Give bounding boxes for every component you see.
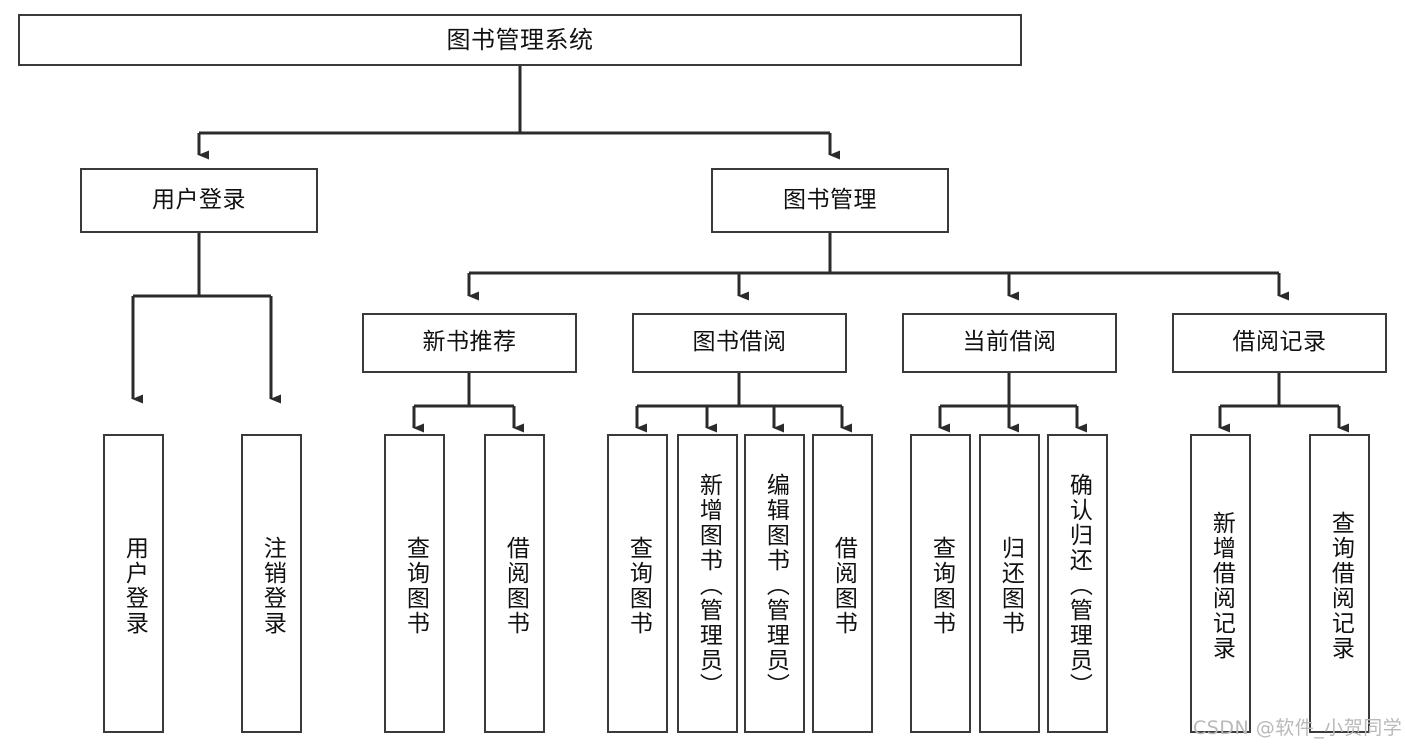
node-label: 图书借阅 bbox=[692, 329, 787, 356]
node-label: 查询图书 bbox=[625, 535, 652, 636]
node-label: 借阅图书 bbox=[830, 535, 857, 636]
node-new-book-recommend[interactable]: 新书推荐 bbox=[362, 313, 577, 373]
node-current-borrow[interactable]: 当前借阅 bbox=[902, 313, 1117, 373]
connectors-current-borrow bbox=[938, 373, 1087, 433]
connectors-book-management bbox=[467, 233, 1289, 301]
leaf-user-login[interactable]: 用户登录 bbox=[103, 434, 164, 733]
node-label: 当前借阅 bbox=[962, 329, 1057, 356]
node-label: 归还图书 bbox=[997, 535, 1024, 636]
node-label: 注销登录 bbox=[259, 535, 286, 636]
connectors-root bbox=[197, 65, 840, 160]
connectors-borrow-record bbox=[1218, 373, 1349, 433]
leaf-return-book[interactable]: 归还图书 bbox=[979, 434, 1040, 733]
node-label: 用户登录 bbox=[121, 535, 148, 636]
leaf-edit-book[interactable]: 编辑图书（管理员） bbox=[744, 434, 805, 733]
leaf-query-record[interactable]: 查询借阅记录 bbox=[1309, 434, 1370, 733]
node-label: 新增图书（管理员） bbox=[695, 473, 722, 698]
node-label: 查询借阅记录 bbox=[1327, 510, 1354, 661]
node-label: 借阅图书 bbox=[502, 535, 529, 636]
node-label: 新增借阅记录 bbox=[1208, 510, 1235, 661]
leaf-borrow-book-1[interactable]: 借阅图书 bbox=[484, 434, 545, 733]
connectors-new-book-recommend bbox=[412, 373, 524, 433]
node-book-borrow[interactable]: 图书借阅 bbox=[632, 313, 847, 373]
node-label: 查询图书 bbox=[402, 535, 429, 636]
connectors-book-borrow bbox=[635, 373, 852, 433]
node-label: 用户登录 bbox=[152, 186, 246, 213]
node-label: 图书管理 bbox=[783, 186, 877, 213]
leaf-query-book-3[interactable]: 查询图书 bbox=[910, 434, 971, 733]
node-label: 查询图书 bbox=[928, 535, 955, 636]
node-root-book-management-system[interactable]: 图书管理系统 bbox=[18, 14, 1022, 66]
leaf-borrow-book-2[interactable]: 借阅图书 bbox=[812, 434, 873, 733]
node-label: 确认归还（管理员） bbox=[1065, 473, 1092, 698]
node-label: 图书管理系统 bbox=[446, 25, 594, 54]
node-user-login[interactable]: 用户登录 bbox=[80, 168, 318, 233]
node-borrow-record[interactable]: 借阅记录 bbox=[1172, 313, 1387, 373]
leaf-add-book[interactable]: 新增图书（管理员） bbox=[677, 434, 738, 733]
leaf-query-book-2[interactable]: 查询图书 bbox=[607, 434, 668, 733]
node-label: 新书推荐 bbox=[422, 329, 517, 356]
leaf-add-record[interactable]: 新增借阅记录 bbox=[1190, 434, 1251, 733]
leaf-confirm-return[interactable]: 确认归还（管理员） bbox=[1047, 434, 1108, 733]
node-label: 编辑图书（管理员） bbox=[762, 473, 789, 698]
leaf-query-book-1[interactable]: 查询图书 bbox=[384, 434, 445, 733]
connectors-user-login bbox=[131, 233, 281, 404]
node-label: 借阅记录 bbox=[1232, 329, 1327, 356]
node-book-management[interactable]: 图书管理 bbox=[711, 168, 949, 233]
leaf-user-logout[interactable]: 注销登录 bbox=[241, 434, 302, 733]
watermark-csdn: CSDN @软件_小贺同学 bbox=[1193, 717, 1403, 739]
